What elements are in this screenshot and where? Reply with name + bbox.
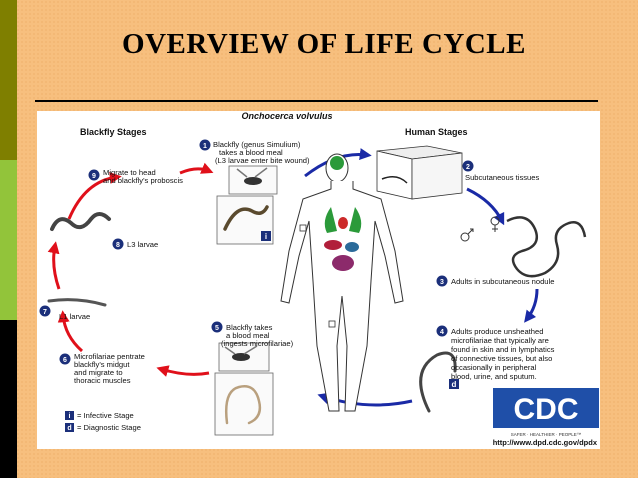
svg-text:Microfilariae pentrate: Microfilariae pentrate	[74, 352, 145, 361]
arrow-9-to-1	[179, 162, 214, 175]
svg-text:d: d	[67, 425, 71, 432]
svg-text:takes a blood meal: takes a blood meal	[219, 148, 283, 157]
svg-text:8: 8	[116, 242, 120, 249]
svg-text:Blackfly (genus Simulium): Blackfly (genus Simulium)	[213, 140, 301, 149]
diagnostic-stage-badge-letter: d	[452, 380, 457, 389]
svg-text:i: i	[69, 413, 71, 420]
l3-larvae-icon	[50, 212, 111, 231]
skin-tissue-block	[376, 145, 463, 200]
svg-text:Blackfly takes: Blackfly takes	[226, 323, 273, 332]
svg-text:thoracic muscles: thoracic muscles	[74, 376, 131, 385]
svg-text:occasionally in peripheral: occasionally in peripheral	[451, 363, 537, 372]
l1-larvae-icon	[47, 298, 107, 307]
svg-text:Migrate to head: Migrate to head	[103, 168, 156, 177]
svg-text:1: 1	[203, 143, 207, 150]
infective-stage-badge	[261, 231, 271, 241]
svg-text:blood, urine, and sputum.: blood, urine, and sputum.	[451, 372, 537, 381]
body-site-marker-upper	[299, 224, 307, 232]
slide-title: OVERVIEW OF LIFE CYCLE	[122, 28, 526, 60]
svg-text:9: 9	[92, 173, 96, 180]
human-stages-header: Human Stages	[405, 127, 468, 137]
adult-worms-nodule-icon	[506, 216, 587, 278]
male-female-symbols	[460, 216, 500, 242]
svg-text:= Diagnostic Stage: = Diagnostic Stage	[77, 423, 141, 432]
svg-text:3: 3	[440, 279, 444, 286]
svg-text:5: 5	[215, 325, 219, 332]
blackfly-stages-header: Blackfly Stages	[80, 127, 147, 137]
title-divider	[35, 100, 598, 102]
step-3-label: 3 Adults in subcutaneous nodule	[436, 275, 554, 287]
arrow-3-to-4	[524, 288, 539, 323]
step-6-label: 6 Microfilariae pentrate blackfly's midg…	[59, 352, 145, 385]
liver-icon	[324, 240, 342, 250]
svg-text:6: 6	[63, 357, 67, 364]
blackfly-feeding-icon	[224, 345, 258, 361]
svg-text:2: 2	[466, 164, 470, 171]
svg-text:a blood meal: a blood meal	[226, 331, 270, 340]
ingested-microfilaria-icon	[225, 385, 262, 425]
intestines-icon	[332, 255, 354, 271]
heart-icon	[338, 217, 348, 229]
infective-stage-badge-letter: i	[265, 232, 267, 241]
legend-diagnostic-stage: d = Diagnostic Stage	[65, 423, 141, 432]
svg-text:L3 larvae: L3 larvae	[127, 240, 158, 249]
step-1-label: 1 Blackfly (genus Simulium) takes a bloo…	[199, 139, 310, 165]
svg-text:blackfly's midgut: blackfly's midgut	[74, 360, 130, 369]
microfilaria-diagnostic-icon	[419, 351, 457, 413]
svg-text:CDC: CDC	[514, 393, 579, 426]
svg-text:Subcutaneous tissues: Subcutaneous tissues	[465, 173, 540, 182]
step-7-label: 7 L1 larvae	[39, 305, 90, 321]
blackfly-feeding-picture	[218, 342, 270, 372]
accent-bar-black	[0, 320, 17, 478]
blackfly-icon	[236, 167, 268, 185]
svg-text:= Infective Stage: = Infective Stage	[77, 411, 134, 420]
arrow-8-to-9	[67, 171, 122, 220]
step-4-label: 4 Adults produce unsheathed microfilaria…	[436, 325, 555, 381]
species-title: Onchocerca volvulus	[241, 111, 332, 121]
step-2-label: 2 Subcutaneous tissues	[462, 160, 540, 182]
cdc-logo: CDC	[493, 388, 599, 428]
l3-larva-icon	[223, 205, 269, 231]
svg-text:4: 4	[440, 329, 444, 336]
arrow-5-to-6	[156, 365, 210, 377]
svg-text:microfilariae that typically a: microfilariae that typically are	[451, 336, 549, 345]
arrow-2-to-3	[466, 187, 505, 226]
svg-text:and blackfly's proboscis: and blackfly's proboscis	[103, 176, 183, 185]
diagnostic-stage-badge	[449, 379, 459, 389]
svg-text:Adults in subcutaneous nodule: Adults in subcutaneous nodule	[451, 277, 554, 286]
lungs-icon	[324, 207, 362, 233]
arrow-7-to-8	[47, 241, 61, 290]
body-site-marker-lower	[328, 320, 336, 328]
life-cycle-diagram: Onchocerca volvulus Blackfly Stages Huma…	[37, 111, 600, 449]
step-9-label: 9 Migrate to head and blackfly's probosc…	[88, 168, 183, 185]
accent-bar-olive	[0, 0, 17, 160]
svg-text:(ingests microfilariae): (ingests microfilariae)	[221, 339, 294, 348]
stomach-icon	[345, 242, 359, 252]
slide-accent-bar	[0, 0, 17, 478]
arrow-6-to-7	[57, 310, 84, 353]
step-5-label: 5 Blackfly takes a blood meal (ingests m…	[211, 321, 294, 348]
svg-text:(L3 larvae enter bite wound): (L3 larvae enter bite wound)	[215, 156, 310, 165]
step-8-label: 8 L3 larvae	[112, 238, 158, 250]
svg-text:of connective tissues, but al: of connective tissues, but also	[451, 354, 552, 363]
svg-text:found in skin and in lymphatic: found in skin and in lymphatics	[451, 345, 555, 354]
accent-bar-green	[0, 160, 17, 320]
cdc-tagline: SAFER · HEALTHIER · PEOPLE™	[511, 432, 581, 437]
brain-icon	[330, 156, 344, 170]
legend-infective-stage: i = Infective Stage	[65, 411, 134, 420]
microfilaria-picture	[214, 372, 274, 436]
svg-text:7: 7	[43, 309, 47, 316]
svg-text:Adults produce unsheathed: Adults produce unsheathed	[451, 327, 543, 336]
svg-text:L1 larvae: L1 larvae	[59, 312, 90, 321]
svg-text:and migrate to: and migrate to	[74, 368, 123, 377]
cdc-url: http://www.dpd.cdc.gov/dpdx	[493, 438, 598, 447]
